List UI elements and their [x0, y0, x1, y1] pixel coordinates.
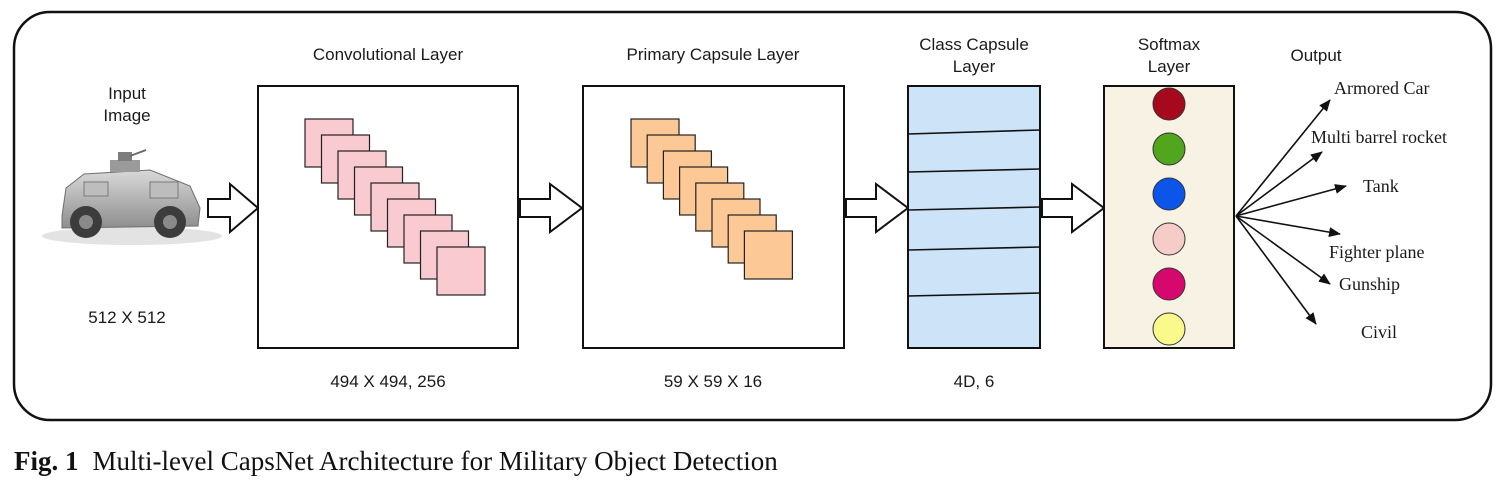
- input-title-line2: Image: [103, 106, 150, 125]
- conv-layer-dims: 494 X 494, 256: [330, 372, 445, 391]
- class-capsule-dims: 4D, 6: [954, 372, 995, 391]
- output-arrow: [1235, 151, 1323, 217]
- class-capsule-dividers: [907, 129, 1041, 297]
- output-arrow: [1235, 215, 1341, 238]
- softmax-class-circle: [1152, 312, 1186, 346]
- conv-layer-title: Convolutional Layer: [313, 45, 464, 64]
- flow-arrow-1: [207, 181, 260, 235]
- softmax-class-circle: [1152, 87, 1186, 121]
- class-capsule-divider: [907, 129, 1041, 135]
- class-capsule-title-line2: Layer: [953, 57, 996, 76]
- class-capsule-divider: [907, 246, 1041, 251]
- conv-feature-map-stack: [304, 118, 486, 296]
- figure-caption: Fig. 1 Multi-level CapsNet Architecture f…: [14, 446, 778, 477]
- input-size-label: 512 X 512: [88, 308, 166, 327]
- class-capsule-divider: [907, 206, 1041, 211]
- softmax-box: [1103, 85, 1235, 349]
- output-class-label: Armored Car: [1334, 78, 1429, 98]
- output-class-label: Tank: [1363, 176, 1399, 196]
- output-class-label: Multi barrel rocket: [1311, 127, 1447, 147]
- flow-arrow-4: [1041, 182, 1106, 234]
- class-capsule-divider: [907, 292, 1041, 297]
- output-title: Output: [1290, 46, 1341, 65]
- input-title-line1: Input: [108, 84, 146, 103]
- flow-arrow-2: [519, 182, 584, 234]
- softmax-title-line1: Softmax: [1138, 35, 1201, 54]
- class-capsule-divider: [907, 168, 1041, 173]
- output-class-label: Civil: [1361, 322, 1397, 342]
- class-capsule-title-line1: Class Capsule: [919, 35, 1029, 54]
- figure-caption-text: Multi-level CapsNet Architecture for Mil…: [92, 446, 778, 476]
- flow-arrow-3: [845, 182, 910, 234]
- softmax-class-circle: [1152, 267, 1186, 301]
- output-arrows: [1235, 99, 1347, 325]
- figure-caption-label: Fig. 1: [14, 446, 79, 476]
- armored-vehicle-image: [42, 149, 222, 245]
- class-capsule-box: [907, 85, 1041, 349]
- output-class-label: Fighter plane: [1329, 242, 1424, 262]
- softmax-class-circle: [1152, 177, 1186, 211]
- primary-capsule-title: Primary Capsule Layer: [627, 45, 800, 64]
- output-class-label: Gunship: [1339, 274, 1400, 294]
- softmax-class-circles: [1152, 87, 1186, 346]
- primary-capsule: [743, 230, 794, 280]
- output-arrow: [1235, 215, 1331, 285]
- output-arrow: [1235, 99, 1331, 217]
- conv-feature-map: [436, 246, 486, 296]
- primary-capsule-stack: [630, 118, 794, 280]
- output-arrow: [1235, 215, 1317, 325]
- softmax-class-circle: [1152, 132, 1186, 166]
- output-arrow: [1235, 184, 1347, 217]
- capsnet-architecture-diagram: Input Image 512 X 512 Convolutional Laye…: [12, 10, 1493, 422]
- softmax-title-line2: Layer: [1148, 57, 1191, 76]
- softmax-class-circle: [1152, 222, 1186, 256]
- primary-capsule-dims: 59 X 59 X 16: [664, 372, 762, 391]
